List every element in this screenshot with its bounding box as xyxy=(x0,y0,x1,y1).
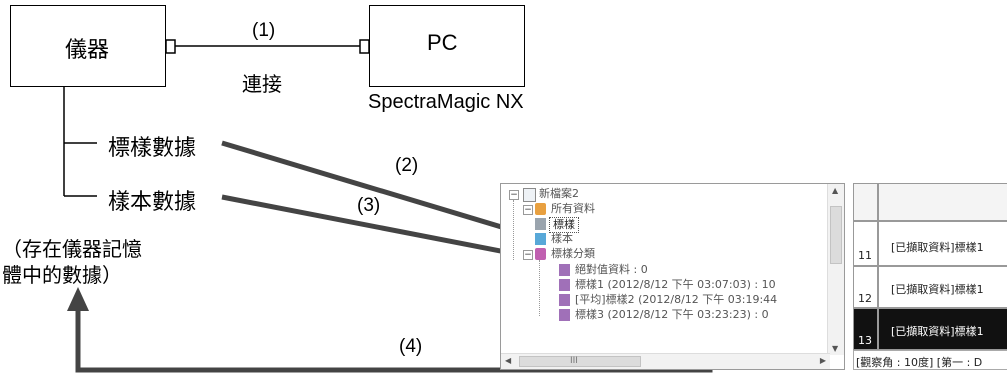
step2-label: (2) xyxy=(395,155,419,176)
instrument-label: 儀器 xyxy=(65,38,110,63)
memory-note-line1: （存在儀器記憶 xyxy=(2,237,142,261)
classification-icon xyxy=(535,248,546,260)
scroll-left-icon[interactable]: ◀ xyxy=(505,356,512,365)
collapse-toggle[interactable]: − xyxy=(523,250,533,260)
sample-icon xyxy=(535,233,546,245)
table-row[interactable]: [已擷取資料]標樣1 xyxy=(878,266,1007,308)
collapse-toggle[interactable]: − xyxy=(509,190,519,200)
connection-label: 連接 xyxy=(242,72,282,96)
pc-box xyxy=(369,5,525,87)
step4-label: (4) xyxy=(399,336,423,357)
tree-item-all-data[interactable]: 所有資料 xyxy=(551,202,595,215)
scroll-thumb[interactable]: III xyxy=(519,356,641,367)
tree-item-absolute[interactable]: 絕對值資料 : 0 xyxy=(575,263,648,276)
collapse-toggle[interactable]: − xyxy=(523,205,533,215)
group-icon xyxy=(559,309,570,321)
group-icon xyxy=(559,279,570,291)
data-tree-panel: − 新檔案2 − 所有資料 標樣 樣本 − 標樣分類 絕對值資料 : 0 標樣1… xyxy=(500,183,845,370)
instrument-box xyxy=(10,5,166,87)
scroll-up-icon[interactable]: ▲ xyxy=(832,186,839,195)
group-icon xyxy=(559,294,570,306)
vertical-scrollbar[interactable]: ▲ ▼ xyxy=(827,184,844,355)
step1-label: (1) xyxy=(252,20,276,41)
row-number: 12 xyxy=(853,266,878,308)
tree-item-target[interactable]: 標樣 xyxy=(549,217,579,233)
table-header xyxy=(878,183,1007,221)
tree-item-sample[interactable]: 樣本 xyxy=(551,232,573,245)
scroll-right-icon[interactable]: ▶ xyxy=(819,356,826,365)
instrument-port xyxy=(165,39,176,54)
folder-icon xyxy=(535,203,546,215)
tree-item-target1[interactable]: 標樣1 (2012/8/12 下午 03:07:03) : 10 xyxy=(575,278,776,291)
arrow-step4-head xyxy=(67,287,89,311)
group-icon xyxy=(559,264,570,276)
scroll-grip: III xyxy=(570,356,578,366)
scroll-thumb[interactable] xyxy=(830,206,842,264)
tree-item-file[interactable]: 新檔案2 xyxy=(539,187,579,200)
software-label: SpectraMagic NX xyxy=(368,91,524,113)
status-bar: [觀察角 : 10度] [第一 : D xyxy=(853,350,1007,370)
pc-port xyxy=(359,39,370,54)
tree-connector xyxy=(539,260,540,316)
document-icon xyxy=(523,188,536,202)
horizontal-scrollbar[interactable]: ◀ III ▶ xyxy=(501,353,830,369)
scroll-down-icon[interactable]: ▼ xyxy=(832,344,839,353)
tree-item-target2[interactable]: [平均]標樣2 (2012/8/12 下午 03:19:44 xyxy=(575,293,778,306)
row-number: 13 xyxy=(853,308,878,350)
tree-item-classification[interactable]: 標樣分類 xyxy=(551,247,595,260)
data-table-panel: 11 [已擷取資料]標樣1 12 [已擷取資料]標樣1 13 [已擷取資料]標樣… xyxy=(853,183,1007,371)
pc-label: PC xyxy=(427,30,458,55)
tree-connector xyxy=(513,200,514,260)
row-number: 11 xyxy=(853,221,878,266)
target-data-label: 標樣數據 xyxy=(108,136,197,161)
table-row-selected[interactable]: [已擷取資料]標樣1 xyxy=(878,308,1007,350)
memory-note-line2: 體中的數據） xyxy=(2,263,122,287)
table-corner xyxy=(853,183,878,221)
step3-label: (3) xyxy=(357,195,381,216)
sample-data-label: 樣本數據 xyxy=(108,190,197,215)
target-icon xyxy=(535,218,546,230)
tree-item-target3[interactable]: 標樣3 (2012/8/12 下午 03:23:23) : 0 xyxy=(575,308,769,321)
table-row[interactable]: [已擷取資料]標樣1 xyxy=(878,221,1007,266)
